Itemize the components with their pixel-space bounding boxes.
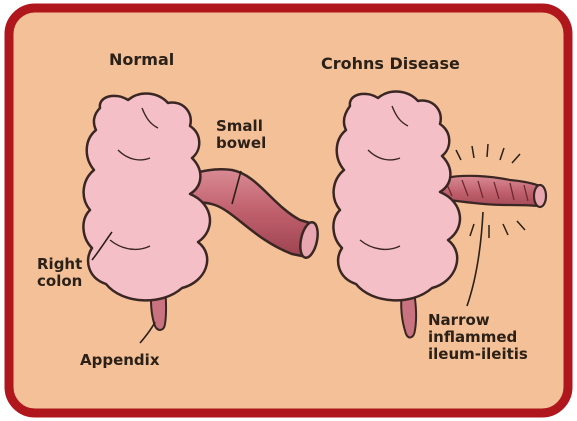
inflamed-label-line2: inflammed	[428, 329, 528, 346]
inflamed-ileum-label: Narrow inflammed ileum-ileitis	[428, 312, 528, 363]
appendix-label: Appendix	[80, 352, 160, 369]
right-colon-label-line1: Right	[37, 256, 82, 273]
inflamed-label-line3: ileum-ileitis	[428, 346, 528, 363]
small-bowel-label: Small bowel	[216, 118, 266, 152]
crohns-colon-shape	[333, 92, 460, 301]
small-bowel-label-line2: bowel	[216, 135, 266, 152]
crohns-bowel-opening	[534, 185, 546, 207]
normal-colon-shape	[83, 94, 210, 301]
right-colon-label-line2: colon	[37, 273, 82, 290]
crohns-title: Crohns Disease	[321, 55, 460, 72]
inflamed-label-line1: Narrow	[428, 312, 528, 329]
normal-title: Normal	[109, 51, 174, 68]
small-bowel-label-line1: Small	[216, 118, 266, 135]
right-colon-label: Right colon	[37, 256, 82, 290]
